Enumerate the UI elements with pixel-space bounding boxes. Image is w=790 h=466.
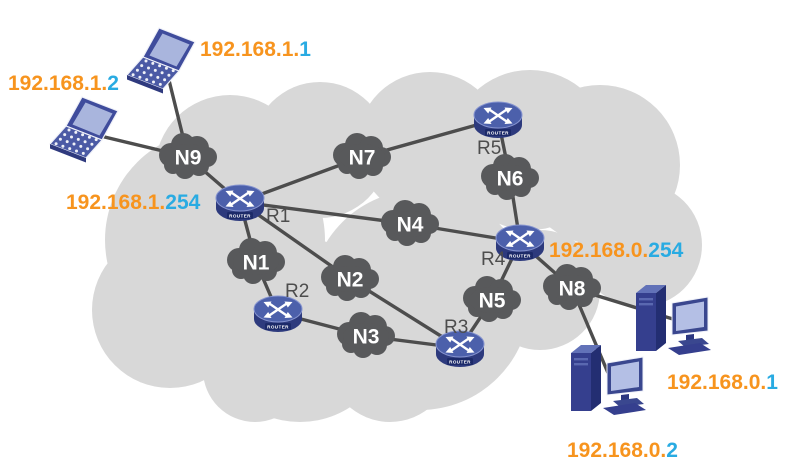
ip-host-part: 2 (666, 439, 678, 462)
network-cloud-label: N7 (349, 147, 376, 170)
network-cloud-label: N8 (559, 278, 586, 301)
network-cloud-N1: N1 (227, 238, 285, 284)
laptop-laptop2 (49, 96, 119, 164)
ip-network-part: 192.168.0. (567, 439, 666, 462)
router-name-label-R2: R2 (285, 281, 309, 302)
ip-host-part: 2 (107, 72, 119, 95)
network-cloud-N5: N5 (463, 276, 521, 322)
ip-network-part: 192.168.0. (667, 371, 766, 394)
network-cloud-N9: N9 (159, 133, 217, 179)
ip-host-part: 1 (299, 38, 311, 61)
ip-192-168-0-254: 192.168.0.254 (549, 239, 684, 262)
network-cloud-label: N1 (243, 252, 270, 275)
network-cloud-N8: N8 (543, 264, 601, 310)
ip-192-168-1-254: 192.168.1.254 (66, 191, 201, 214)
laptop-icon (126, 27, 196, 95)
router-name-label-R4: R4 (481, 249, 506, 270)
network-cloud-label: N6 (497, 168, 524, 191)
network-cloud-N2: N2 (321, 255, 379, 301)
background-cloud-lobe (578, 183, 702, 307)
network-cloud-N4: N4 (381, 200, 439, 246)
router-icon-use (214, 183, 266, 223)
network-cloud-label: N3 (353, 326, 380, 349)
laptop-icon (49, 96, 119, 164)
router-R1 (214, 183, 266, 223)
labels-layer: R1R2R3R4R5192.168.1.1192.168.1.2192.168.… (8, 38, 778, 462)
network-cloud-label: N5 (479, 290, 506, 313)
ip-192-168-0-2: 192.168.0.2 (567, 439, 678, 462)
ip-network-part: 192.168.1. (200, 38, 299, 61)
router-R5 (472, 100, 524, 140)
ip-network-part: 192.168.1. (66, 191, 165, 214)
network-cloud-N7: N7 (333, 133, 391, 179)
network-cloud-N3: N3 (337, 312, 395, 358)
router-name-label-R3: R3 (444, 317, 468, 338)
desktop-desktop2 (570, 344, 647, 416)
network-cloud-label: N9 (175, 147, 202, 170)
background-cloud-lobe (203, 318, 307, 422)
ip-192-168-1-2: 192.168.1.2 (8, 72, 119, 95)
laptop-laptop1 (126, 27, 196, 95)
ip-host-part: 1 (766, 371, 778, 394)
network-cloud-N6: N6 (481, 154, 539, 200)
router-name-label-R5: R5 (477, 138, 501, 159)
ip-192-168-1-1: 192.168.1.1 (200, 38, 311, 61)
router-name-label-R1: R1 (266, 206, 290, 227)
ip-192-168-0-1: 192.168.0.1 (667, 371, 778, 394)
ip-network-part: 192.168.0. (549, 239, 648, 262)
ip-host-part: 254 (648, 239, 683, 262)
network-cloud-label: N4 (397, 214, 424, 237)
ip-host-part: 254 (165, 191, 200, 214)
router-icon-use (472, 100, 524, 140)
desktop-icon (570, 344, 647, 416)
ip-network-part: 192.168.1. (8, 72, 107, 95)
background-cloud-lobe (328, 298, 452, 422)
network-cloud-label: N2 (337, 269, 364, 292)
